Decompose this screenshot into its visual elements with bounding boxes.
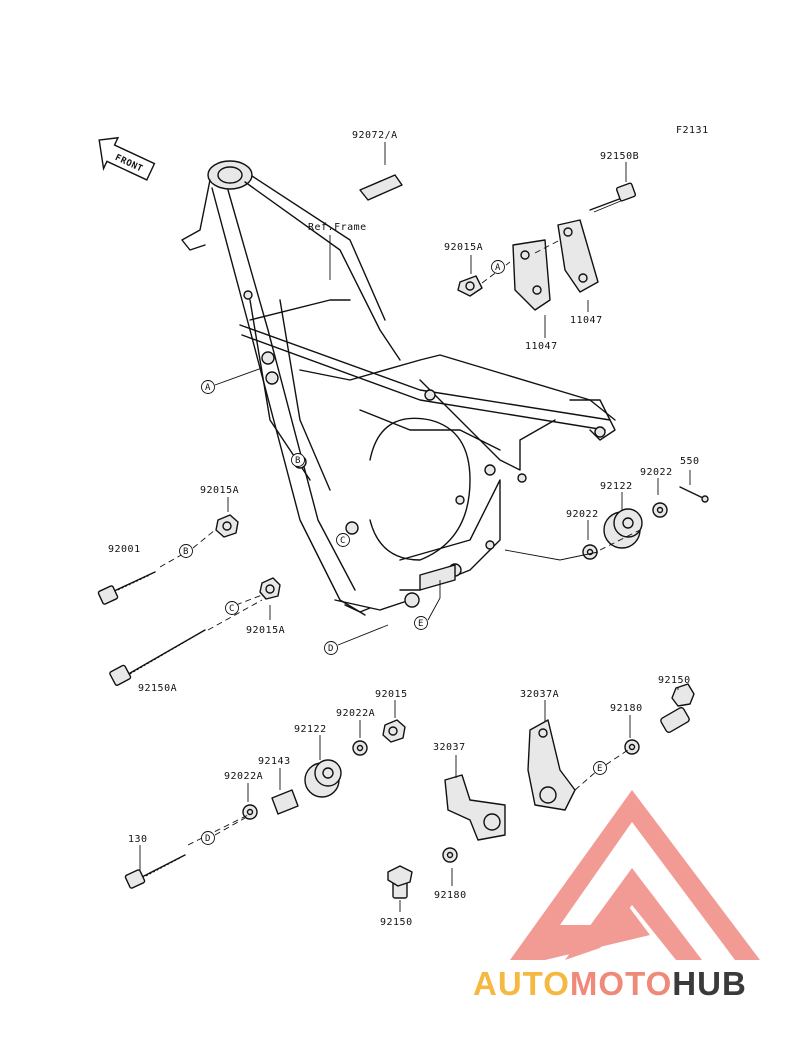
callout-E-frame: E	[414, 616, 428, 630]
part-92150B: 92150B	[600, 151, 639, 162]
part-92022-mid: 92022	[566, 509, 599, 520]
front-arrow-icon: FRONT	[98, 136, 156, 181]
callout-D-low: D	[201, 831, 215, 845]
part-92015A-left: 92015A	[200, 485, 239, 496]
part-92122-low: 92122	[294, 724, 327, 735]
part-32037: 32037	[433, 742, 466, 753]
part-92122-top: 92122	[600, 481, 633, 492]
ref-frame-label: Ref.Frame	[308, 222, 367, 233]
svg-text:D: D	[205, 834, 210, 844]
watermark-logo	[510, 790, 760, 960]
watermark-auto: AUTO	[473, 965, 570, 1002]
svg-text:A: A	[495, 263, 501, 273]
part-92143: 92143	[258, 756, 291, 767]
part-92015: 92015	[375, 689, 408, 700]
callout-E-low: E	[593, 761, 607, 775]
part-11047-left: 11047	[525, 341, 558, 352]
part-92180-top: 92180	[610, 703, 643, 714]
part-92015A-top: 92015A	[444, 242, 483, 253]
svg-text:E: E	[418, 619, 423, 629]
callout-A-top: A	[491, 260, 505, 274]
mount-rubber-set	[582, 486, 709, 560]
part-92180-low: 92180	[434, 890, 467, 901]
part-550: 550	[680, 456, 700, 467]
part-130: 130	[128, 834, 148, 845]
engine-bracket-plates	[359, 174, 637, 311]
part-92022A-top: 92022A	[336, 708, 375, 719]
callout-letters: A A B B C C D D E E	[179, 260, 607, 845]
svg-text:C: C	[340, 536, 345, 546]
part-92150: 92150	[658, 675, 691, 686]
svg-text:C: C	[229, 604, 234, 614]
part-92022-top: 92022	[640, 467, 673, 478]
callout-B-left: B	[179, 544, 193, 558]
frame-ref	[181, 160, 616, 616]
watermark-text: AUTOMOTOHUB	[473, 965, 747, 1002]
part-92022A-low: 92022A	[224, 771, 263, 782]
svg-text:AUTOMOTOHUB: AUTOMOTOHUB	[473, 965, 747, 1002]
callout-A-frame: A	[201, 380, 215, 394]
svg-text:A: A	[205, 383, 211, 393]
diagram-code: F2131	[676, 125, 709, 136]
part-92150A: 92150A	[138, 683, 177, 694]
left-bolts	[97, 514, 281, 686]
lower-parts	[124, 683, 695, 899]
part-labels: F2131 Ref.Frame 92072/A 92150B 92015A 11…	[108, 125, 709, 928]
watermark-hub: HUB	[672, 965, 747, 1002]
part-92150-low: 92150	[380, 917, 413, 928]
watermark-moto: MOTO	[570, 965, 672, 1002]
callout-C-left: C	[225, 601, 239, 615]
part-92001: 92001	[108, 544, 141, 555]
svg-text:B: B	[295, 456, 300, 466]
callout-D-frame: D	[324, 641, 338, 655]
part-92015A-mid: 92015A	[246, 625, 285, 636]
svg-text:B: B	[183, 547, 188, 557]
part-32037A: 32037A	[520, 689, 559, 700]
callout-C-frame: C	[336, 533, 350, 547]
part-92072A: 92072/A	[352, 130, 398, 141]
svg-text:E: E	[597, 764, 602, 774]
svg-text:D: D	[328, 644, 333, 654]
part-11047-right: 11047	[570, 315, 603, 326]
callout-B-frame: B	[291, 453, 305, 467]
